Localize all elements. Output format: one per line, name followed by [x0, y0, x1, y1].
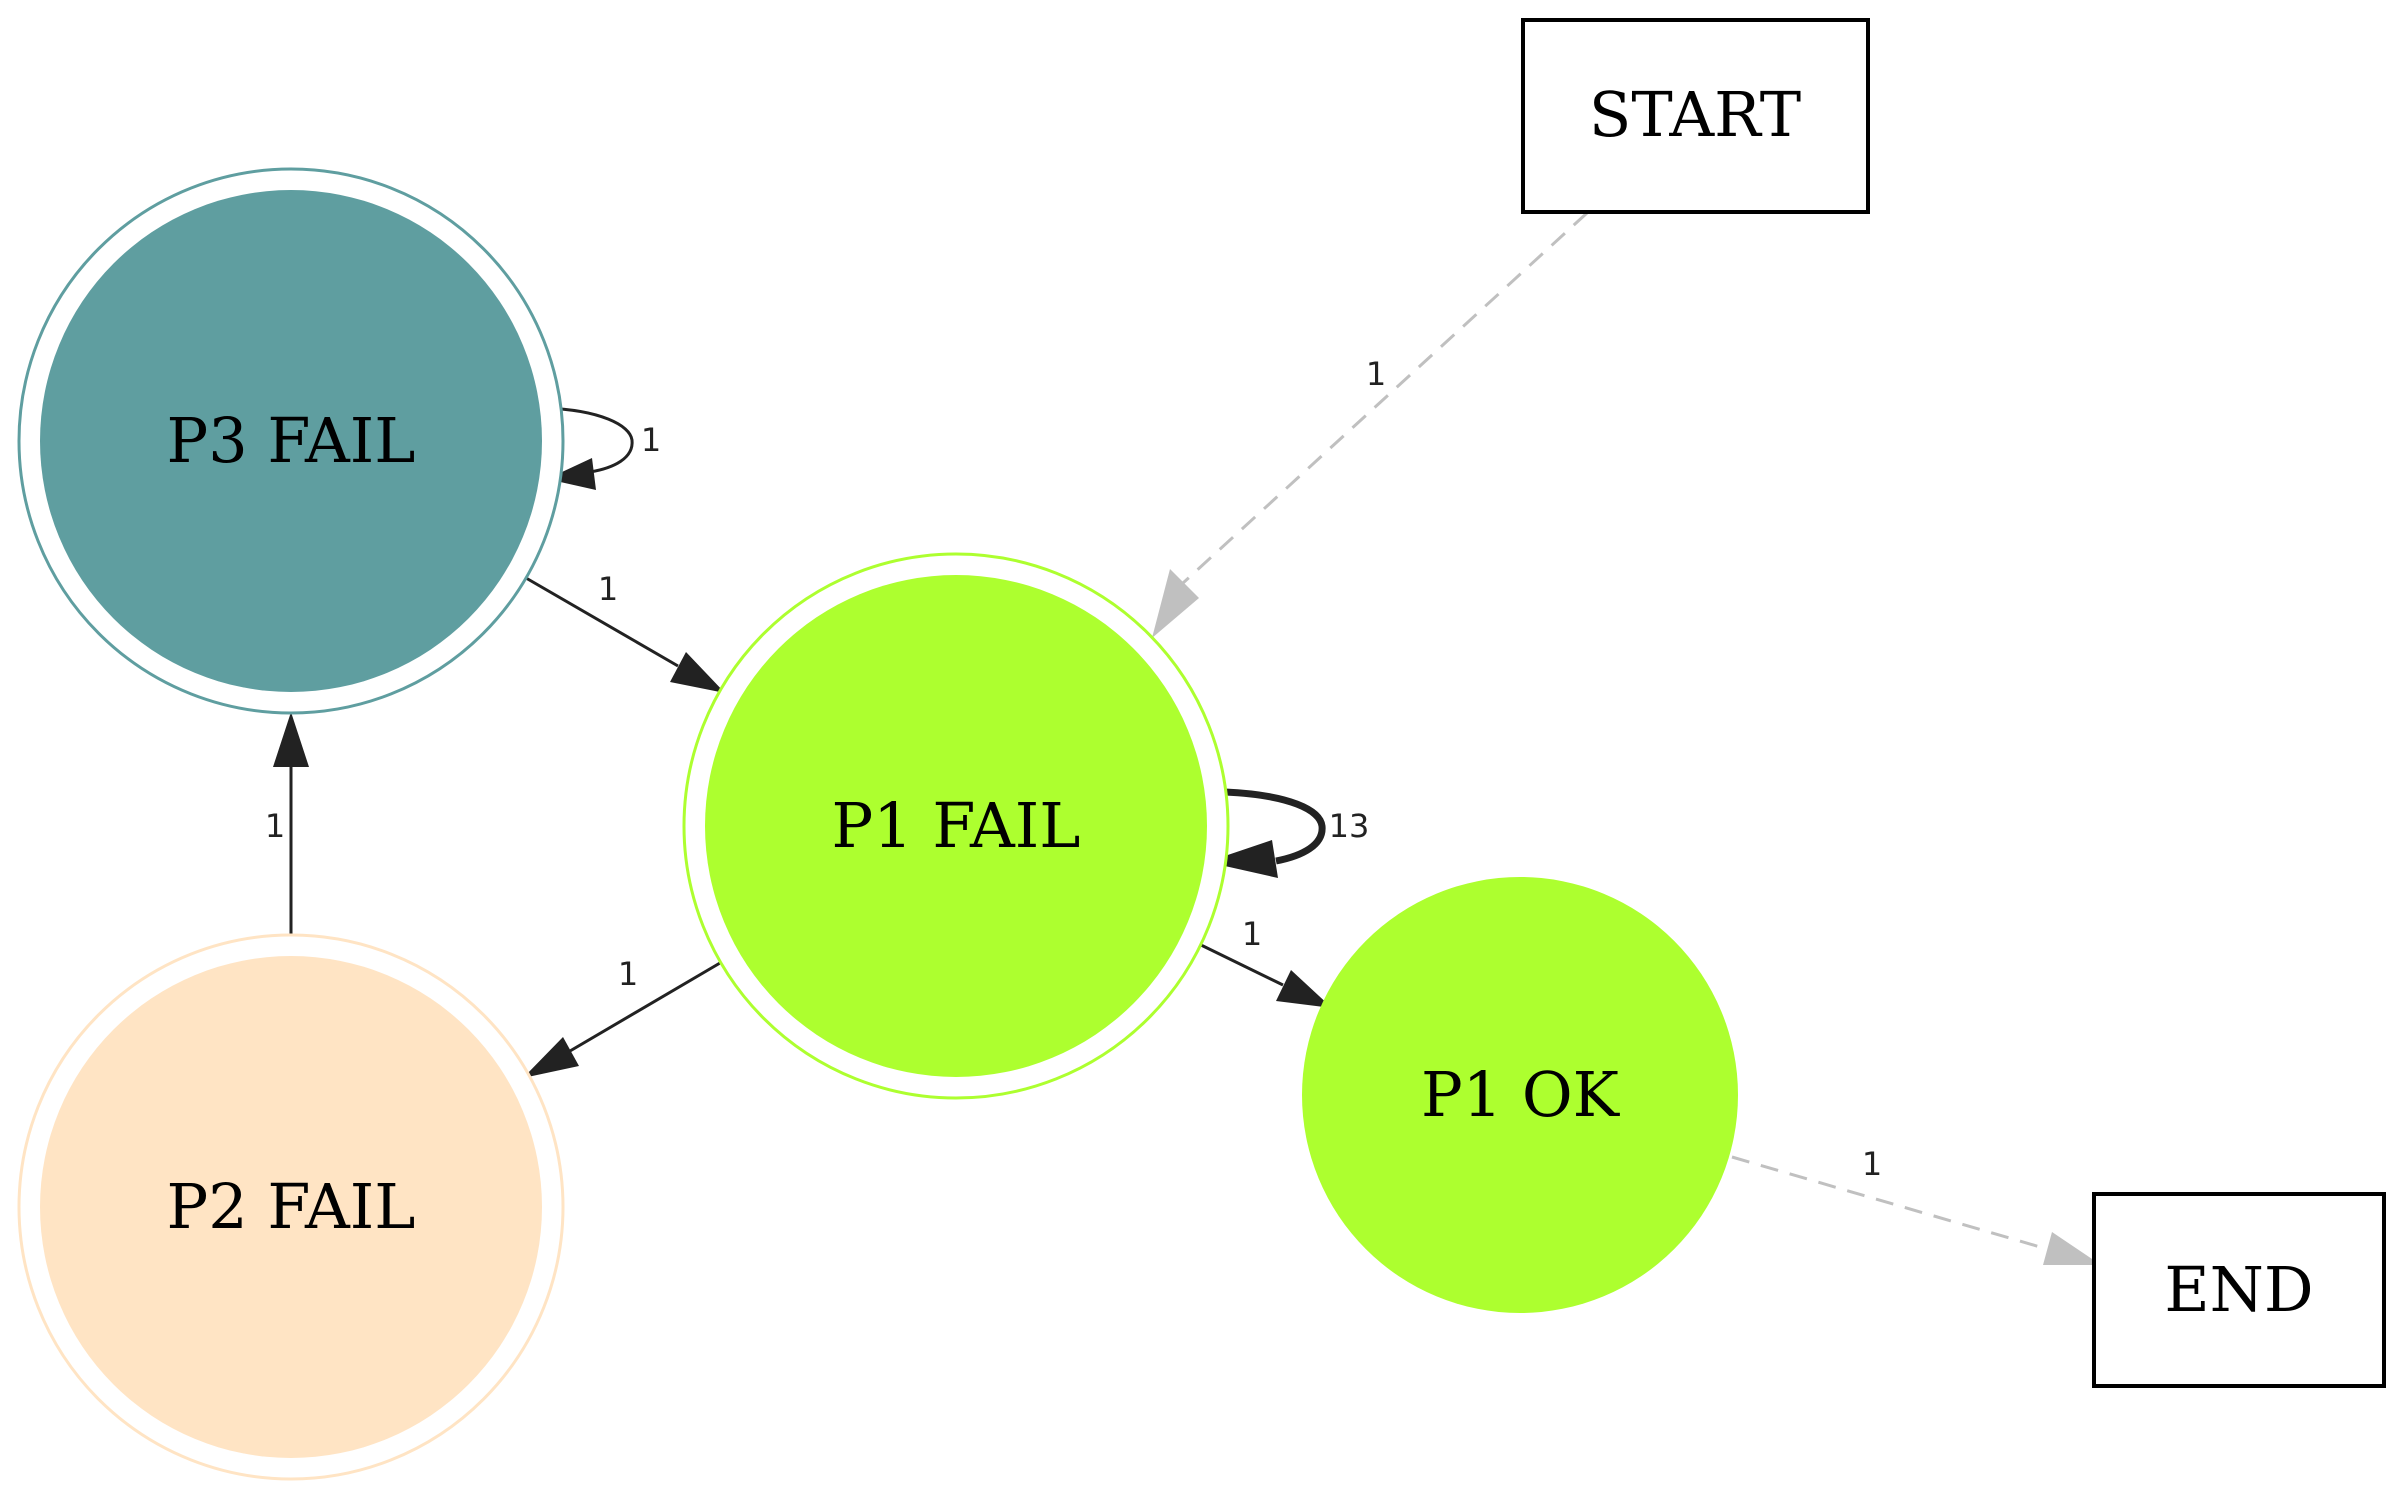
node-p3-fail-label: P3 FAIL — [167, 404, 416, 477]
edge-label-p1-fail-to-p1-ok: 1 — [1242, 915, 1262, 953]
edge-p1-ok-to-end: 1 — [1732, 1145, 2101, 1265]
edge-p1-fail-to-p2-fail: 1 — [523, 955, 720, 1078]
edge-start-to-p1-fail: 1 — [1152, 213, 1587, 638]
node-p3-fail[interactable]: P3 FAIL — [19, 169, 563, 713]
node-start-label: START — [1589, 78, 1801, 151]
node-end[interactable]: END — [2094, 1194, 2384, 1386]
edge-label-p3-fail-to-p1-fail: 1 — [598, 570, 618, 608]
node-p1-fail-label: P1 FAIL — [832, 789, 1081, 862]
edge-p2-fail-to-p3-fail: 1 — [265, 712, 309, 935]
node-p2-fail[interactable]: P2 FAIL — [19, 935, 563, 1479]
node-p1-ok-label: P1 OK — [1421, 1058, 1621, 1131]
node-p1-fail[interactable]: P1 FAIL — [684, 554, 1228, 1098]
edge-label-p1-fail-to-p2-fail: 1 — [618, 955, 638, 993]
node-start[interactable]: START — [1523, 20, 1868, 212]
edge-p3-fail-to-p1-fail: 1 — [526, 570, 725, 693]
node-p1-ok[interactable]: P1 OK — [1302, 877, 1738, 1313]
edge-label-p1-ok-to-end: 1 — [1862, 1145, 1882, 1183]
edge-p1-fail-self-loop: 13 — [1207, 792, 1369, 878]
edge-label-p3-fail-self: 1 — [641, 421, 661, 459]
edge-label-start-to-p1-fail: 1 — [1366, 355, 1386, 393]
edge-label-p1-fail-self: 13 — [1329, 807, 1370, 845]
node-end-label: END — [2164, 1253, 2313, 1326]
node-p2-fail-label: P2 FAIL — [167, 1170, 416, 1243]
edge-p1-fail-to-p1-ok: 1 — [1201, 915, 1332, 1008]
edge-label-p2-fail-to-p3-fail: 1 — [265, 807, 285, 845]
